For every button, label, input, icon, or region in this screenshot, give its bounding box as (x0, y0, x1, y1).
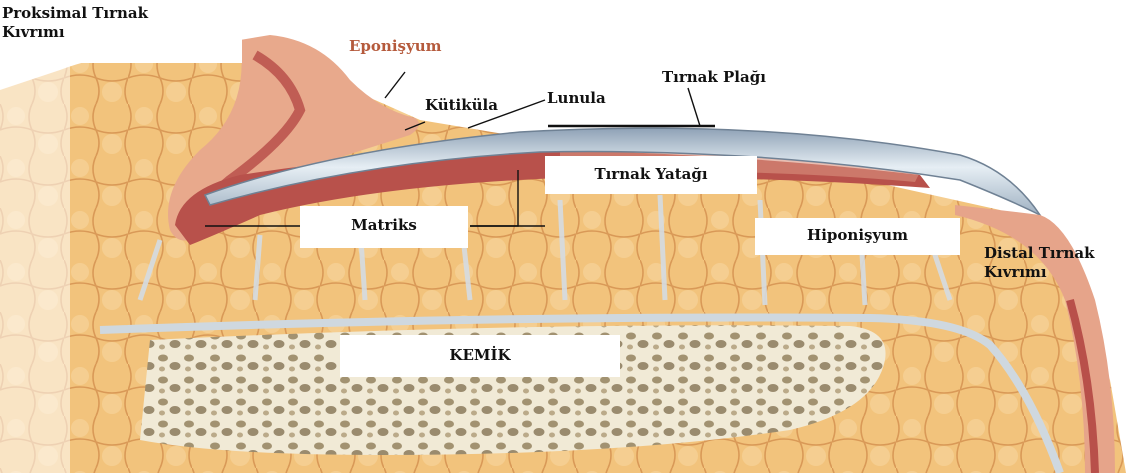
label-nail-plate: Tırnak Plağı (662, 68, 766, 87)
label-cuticle: Kütiküla (425, 96, 498, 115)
label-lunula: Lunula (547, 89, 606, 108)
label-hyponychium: Hiponişyum (755, 218, 960, 255)
label-matrix: Matriks (300, 206, 468, 248)
label-bone: KEMİK (340, 335, 620, 377)
label-eponychium: Eponişyum (349, 37, 441, 56)
label-distal-nail-fold: Distal Tırnak Kıvrımı (975, 240, 1126, 295)
label-proximal-nail-fold: Proksimal Tırnak Kıvrımı (0, 0, 242, 63)
label-nail-bed: Tırnak Yatağı (545, 156, 757, 194)
